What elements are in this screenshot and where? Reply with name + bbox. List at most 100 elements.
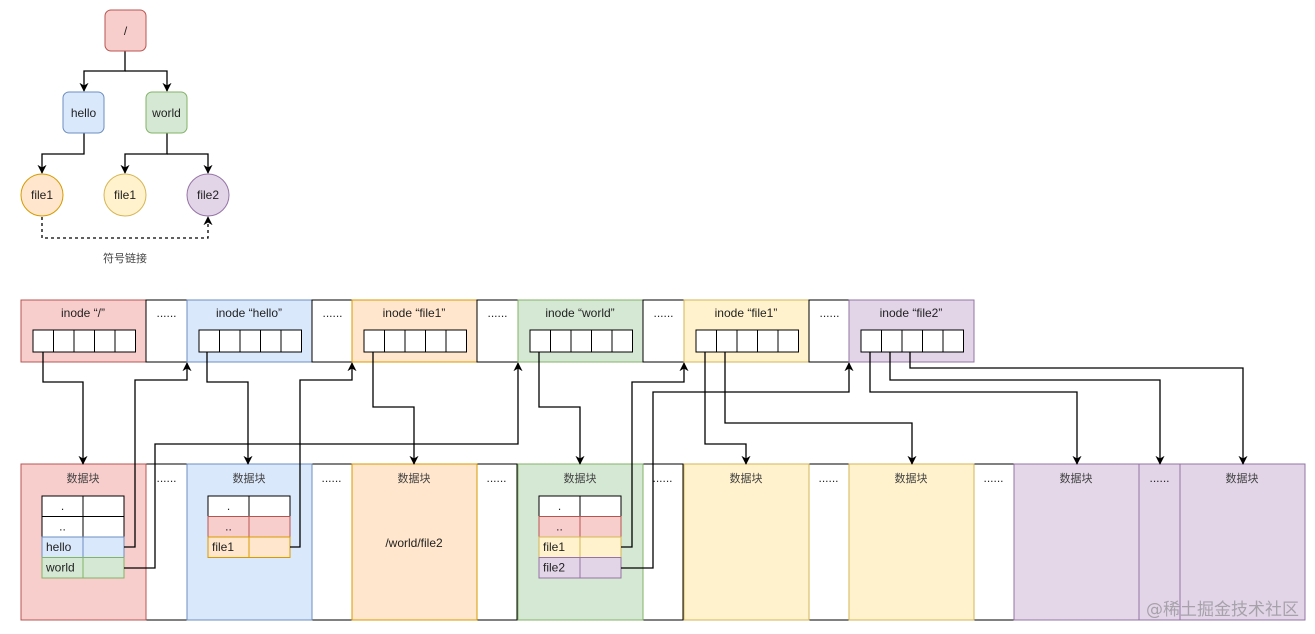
dir-entry-inode-cell — [82, 516, 125, 538]
block-pointer-cell — [219, 329, 241, 353]
inode-label: inode “file1” — [715, 306, 778, 320]
block-pointer-cell — [114, 329, 136, 353]
ellipsis-label: ...... — [819, 306, 839, 320]
dir-entry-inode-cell — [82, 536, 125, 558]
block-pointer-cell — [716, 329, 738, 353]
dir-entry-inode-cell — [579, 536, 622, 558]
block-pointer-cell — [32, 329, 54, 353]
block-pointer-cell — [922, 329, 944, 353]
inode-label: inode “file2” — [880, 306, 943, 320]
inode-label: inode “/” — [61, 306, 105, 320]
dir-entry-inode-cell — [579, 516, 622, 538]
data-block-label: 数据块 — [895, 471, 928, 485]
entry-to-inode-arrow — [124, 362, 192, 548]
data-block-label: 数据块 — [233, 471, 266, 485]
data-block — [1013, 463, 1140, 621]
dir-entry-name: file2 — [543, 561, 565, 575]
block-pointer-cell — [73, 329, 95, 353]
tree-node-root — [104, 9, 147, 52]
symlink-edge — [41, 216, 213, 239]
block-pointer-cell — [695, 329, 717, 353]
block-pointer-cell — [384, 329, 406, 353]
inode-to-block-arrow — [869, 352, 1082, 465]
ellipsis-label: ...... — [322, 306, 342, 320]
inode-to-block-arrow — [704, 352, 751, 465]
dir-entry-name: file1 — [543, 540, 565, 554]
block-pointer-cell — [591, 329, 613, 353]
ellipsis-box — [1138, 463, 1181, 621]
ellipsis-label: ...... — [487, 306, 507, 320]
symlink-label: 符号链接 — [103, 251, 147, 265]
tree-edge — [37, 133, 85, 174]
watermark: @稀土掘金技术社区 — [1146, 600, 1299, 620]
data-block-row: ........................................… — [20, 463, 1306, 621]
dir-entry-name: .. — [225, 520, 232, 534]
block-pointer-cell — [260, 329, 282, 353]
dir-entry-inode-cell — [82, 557, 125, 579]
inode-to-block-arrow — [42, 352, 88, 465]
block-pointer-cell — [942, 329, 964, 353]
ellipsis-box — [310, 463, 353, 621]
block-pointer-cell — [53, 329, 75, 353]
entry-to-inode-arrow — [290, 362, 357, 548]
tree-node-world-label: world — [151, 106, 181, 120]
entry-to-inode-arrow — [621, 362, 689, 548]
block-pointer-cell — [198, 329, 220, 353]
ellipsis-label: ...... — [983, 471, 1003, 485]
dir-entry-inode-cell — [82, 495, 125, 517]
tree-node-world-file2-label: file2 — [197, 188, 219, 202]
data-block-label: 数据块 — [564, 471, 597, 485]
tree-node-world — [145, 91, 188, 134]
ellipsis-label: ...... — [321, 471, 341, 485]
dir-entry-name: .. — [556, 520, 563, 534]
ellipsis-label: ...... — [653, 306, 673, 320]
inode-label: inode “file1” — [383, 306, 446, 320]
inode-label: inode “hello” — [216, 306, 282, 320]
symlink-target-path: /world/file2 — [385, 536, 443, 550]
tree-edge — [79, 51, 126, 92]
inode-label: inode “world” — [545, 306, 614, 320]
block-pointer-cell — [280, 329, 302, 353]
tree-edge — [167, 153, 213, 174]
dir-entry-name: world — [45, 561, 75, 575]
dir-entry-name: hello — [46, 540, 72, 554]
ellipsis-label: ...... — [156, 306, 176, 320]
block-pointer-cell — [445, 329, 467, 353]
ellipsis-label: ...... — [486, 471, 506, 485]
tree-node-hello-file1 — [20, 173, 64, 217]
block-pointer-cell — [425, 329, 447, 353]
ellipsis-label: ...... — [818, 471, 838, 485]
inode-to-block-arrow — [889, 352, 1165, 465]
entry-to-inode-arrow — [621, 362, 854, 569]
dir-entry-name: . — [558, 499, 561, 513]
entry-to-inode-arrow — [124, 362, 523, 569]
block-pointer-cell — [570, 329, 592, 353]
data-block — [683, 463, 810, 621]
ellipsis-box — [972, 463, 1015, 621]
block-pointer-cell — [777, 329, 799, 353]
dir-entry-inode-cell — [248, 495, 291, 517]
data-block-label: 数据块 — [730, 471, 763, 485]
inode-to-block-arrow — [538, 352, 585, 465]
block-pointer-cell — [239, 329, 261, 353]
data-block-label: 数据块 — [398, 471, 431, 485]
data-block — [351, 463, 478, 621]
tree-node-world-file2 — [186, 173, 230, 217]
ellipsis-box — [641, 463, 684, 621]
ellipsis-box — [145, 463, 188, 621]
block-pointer-cell — [363, 329, 385, 353]
dir-entry-inode-cell — [579, 495, 622, 517]
block-pointer-cell — [404, 329, 426, 353]
ellipsis-box — [808, 299, 851, 363]
ellipsis-box — [145, 299, 188, 363]
tree-node-hello — [62, 91, 105, 134]
dir-entry-name: . — [61, 499, 64, 513]
ellipsis-box — [807, 463, 850, 621]
ellipsis-label: ...... — [156, 471, 176, 485]
data-block — [848, 463, 975, 621]
ellipsis-label: ...... — [1149, 471, 1169, 485]
data-block-label: 数据块 — [1060, 471, 1093, 485]
block-pointer-cell — [901, 329, 923, 353]
dir-entry-inode-cell — [248, 516, 291, 538]
